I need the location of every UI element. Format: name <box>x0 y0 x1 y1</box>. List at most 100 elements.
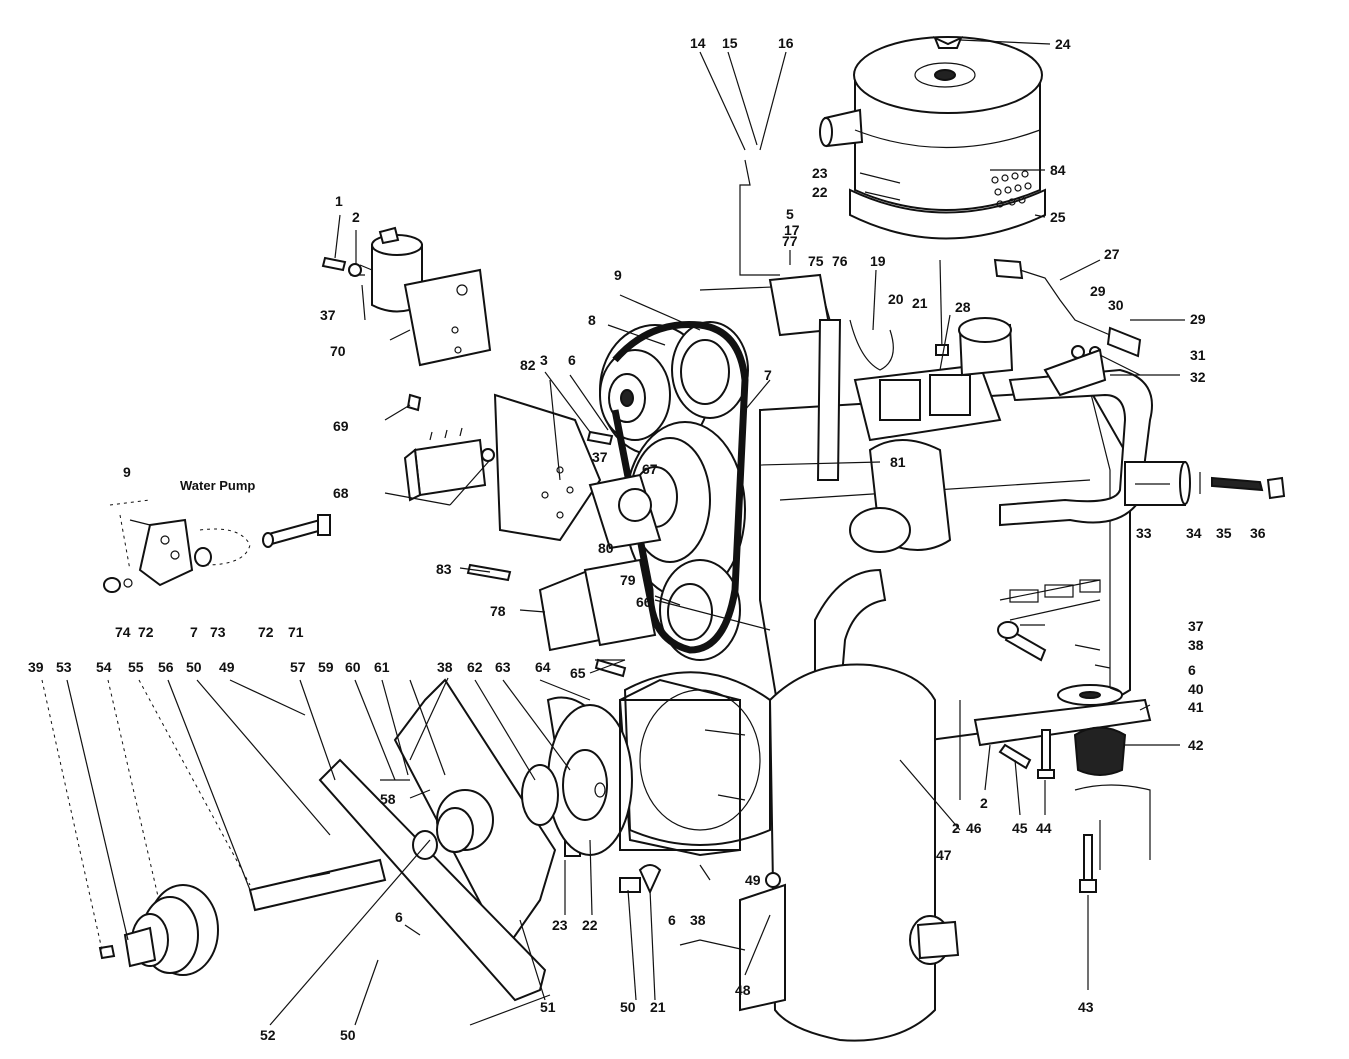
pulley-assembly <box>599 320 749 661</box>
part-label: 29 <box>1090 283 1106 299</box>
part-label: 59 <box>318 659 334 675</box>
studs <box>380 659 746 801</box>
part-label: 2 <box>980 795 988 811</box>
part-label: 48 <box>735 982 751 998</box>
part-label: 83 <box>436 561 452 577</box>
part-label: 51 <box>540 999 556 1015</box>
part-label: 49 <box>745 872 761 888</box>
part-label: 38 <box>437 659 453 675</box>
cylinder-head <box>849 317 1014 553</box>
carburetor-linkage <box>699 259 949 481</box>
part-label: 24 <box>1055 36 1071 52</box>
part-label: 22 <box>582 917 598 933</box>
part-label: 3 <box>540 352 548 368</box>
part-label: 58 <box>380 791 396 807</box>
part-label: 39 <box>28 659 44 675</box>
part-label: 40 <box>1188 681 1204 697</box>
part-label: 6 <box>568 352 576 368</box>
part-label: 80 <box>598 540 614 556</box>
part-label: 15 <box>722 35 738 51</box>
part-label: 81 <box>890 454 906 470</box>
part-label: 5 <box>786 206 794 222</box>
part-label: 21 <box>650 999 666 1015</box>
upper-hose <box>999 368 1153 527</box>
part-label: 14 <box>690 35 706 51</box>
part-label: 76 <box>832 253 848 269</box>
bolt-fasteners <box>466 430 1097 895</box>
part-label: 30 <box>1108 297 1124 313</box>
part-label: 6 <box>1188 662 1196 678</box>
callout-labels: Water Pump 1 2 37 70 69 68 9 74 72 7 73 … <box>28 35 1266 1043</box>
part-label: 61 <box>374 659 390 675</box>
part-label: 77 <box>782 233 798 249</box>
part-label: 37 <box>592 449 608 465</box>
part-label: 9 <box>123 464 131 480</box>
part-label: 70 <box>330 343 346 359</box>
part-label: 28 <box>955 299 971 315</box>
part-label: 27 <box>1104 246 1120 262</box>
part-label: 65 <box>570 665 586 681</box>
part-label: 34 <box>1186 525 1202 541</box>
fuel-filter <box>1124 461 1286 506</box>
part-label: 57 <box>290 659 306 675</box>
part-label: 38 <box>690 912 706 928</box>
part-label: 23 <box>552 917 568 933</box>
flywheel-housing <box>618 671 771 857</box>
part-label: 50 <box>620 999 636 1015</box>
air-cleaner-mesh <box>991 170 1032 208</box>
part-label: 50 <box>340 1027 356 1043</box>
part-label: 49 <box>219 659 235 675</box>
part-label: 45 <box>1012 820 1028 836</box>
part-label: 20 <box>888 291 904 307</box>
part-label: 44 <box>1036 820 1052 836</box>
part-label: 42 <box>1188 737 1204 753</box>
fuel-line <box>993 258 1142 397</box>
crankshaft-pulley <box>98 858 387 976</box>
part-label: 71 <box>288 624 304 640</box>
part-label: 1 <box>335 193 343 209</box>
part-label: 72 <box>138 624 154 640</box>
part-label: 35 <box>1216 525 1232 541</box>
air-cleaner <box>819 36 1046 240</box>
part-label: 6 <box>395 909 403 925</box>
part-label: 36 <box>1250 525 1266 541</box>
part-label: 54 <box>96 659 112 675</box>
part-label: 2 <box>952 820 960 836</box>
part-label: 60 <box>345 659 361 675</box>
part-label: 74 <box>115 624 131 640</box>
part-label: 32 <box>1190 369 1206 385</box>
part-label: 63 <box>495 659 511 675</box>
muffler <box>739 568 960 1042</box>
part-label: 78 <box>490 603 506 619</box>
part-label: 2 <box>352 209 360 225</box>
part-label: 23 <box>812 165 828 181</box>
part-label: 17 <box>784 222 800 238</box>
part-label: 19 <box>870 253 886 269</box>
part-label: 64 <box>535 659 551 675</box>
part-label: 16 <box>778 35 794 51</box>
part-label: 7 <box>190 624 198 640</box>
voltage-regulator <box>403 393 495 502</box>
part-label: 29 <box>1190 311 1206 327</box>
part-label: 37 <box>320 307 336 323</box>
part-label: 68 <box>333 485 349 501</box>
part-label: 56 <box>158 659 174 675</box>
leader-lines <box>41 39 1185 1026</box>
cooling-fan <box>493 393 662 652</box>
part-label: 67 <box>642 461 658 477</box>
part-label: 7 <box>764 367 772 383</box>
part-label: 53 <box>56 659 72 675</box>
part-label: 79 <box>620 572 636 588</box>
part-label: 41 <box>1188 699 1204 715</box>
mount-bracket-right <box>973 684 1152 870</box>
part-label: 75 <box>808 253 824 269</box>
part-label: 47 <box>936 847 952 863</box>
part-label: 55 <box>128 659 144 675</box>
water-pump-caption: Water Pump <box>180 478 255 493</box>
part-label: 50 <box>186 659 202 675</box>
part-label: 73 <box>210 624 226 640</box>
part-label: 33 <box>1136 525 1152 541</box>
part-label: 22 <box>812 184 828 200</box>
part-label: 43 <box>1078 999 1094 1015</box>
